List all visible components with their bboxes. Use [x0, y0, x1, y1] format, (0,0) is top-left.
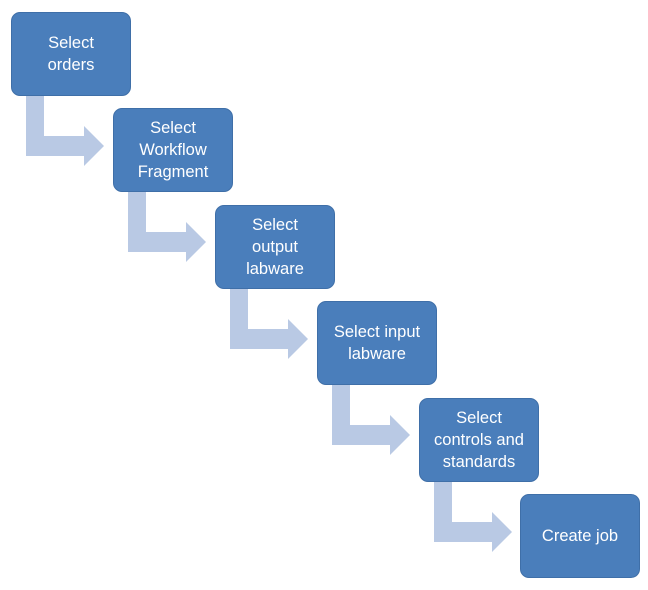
- bent-arrow-1: [26, 96, 104, 166]
- bent-arrow-4: [332, 385, 410, 455]
- step-select-output-labware: Select output labware: [215, 205, 335, 289]
- step-select-orders: Select orders: [11, 12, 131, 96]
- step-select-workflow-fragment: Select Workflow Fragment: [113, 108, 233, 192]
- bent-arrow-2: [128, 192, 206, 262]
- step-select-controls-and-standards: Select controls and standards: [419, 398, 539, 482]
- bent-arrow-5: [434, 482, 512, 552]
- bent-arrow-3: [230, 289, 308, 359]
- step-create-job: Create job: [520, 494, 640, 578]
- step-select-input-labware: Select input labware: [317, 301, 437, 385]
